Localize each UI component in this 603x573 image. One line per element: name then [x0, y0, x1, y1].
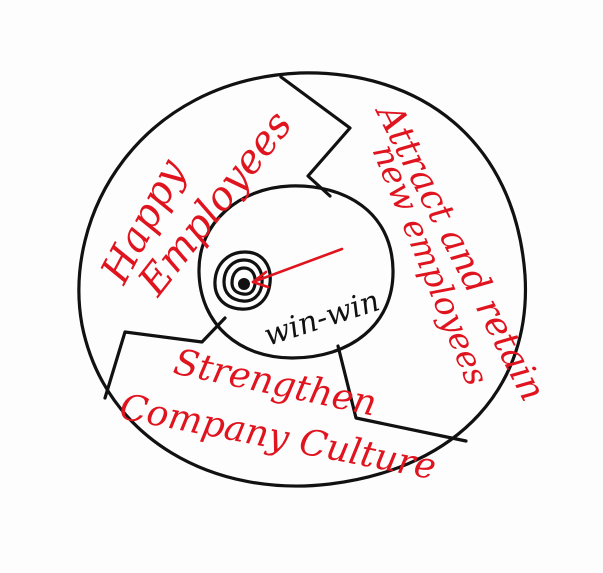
divider-left — [103, 316, 227, 400]
target-icon — [213, 250, 272, 311]
inner-circle — [197, 184, 395, 360]
target-bullseye — [238, 278, 250, 290]
divider-upper — [279, 75, 352, 198]
center-label: win-win — [260, 283, 384, 353]
outer-circle — [77, 71, 528, 488]
divider-lower — [336, 344, 468, 443]
arrow-icon — [251, 247, 344, 289]
